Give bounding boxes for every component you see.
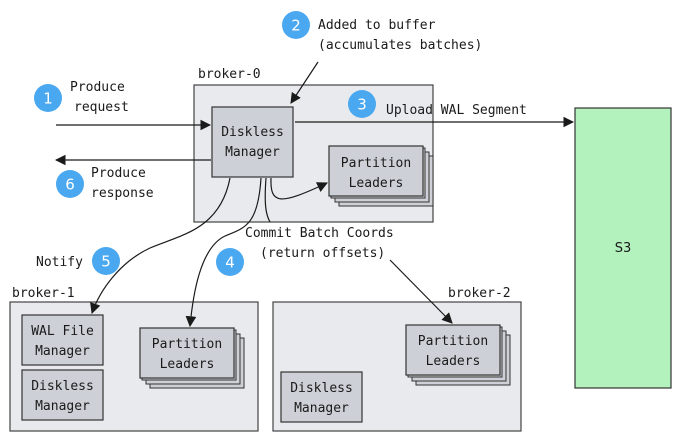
broker-1-label: broker-1 — [12, 286, 75, 301]
step-2-badge — [282, 11, 310, 39]
svg-text:6: 6 — [65, 176, 75, 194]
step-1: 1 Produce request — [34, 80, 129, 115]
buffer-arrow — [290, 61, 319, 104]
svg-text:(return offsets): (return offsets) — [260, 246, 385, 261]
svg-text:WAL File: WAL File — [31, 324, 94, 339]
svg-text:Leaders: Leaders — [349, 176, 404, 191]
b1-partition-leaders[interactable]: Partition Leaders — [139, 327, 245, 389]
svg-text:(accumulates batches): (accumulates batches) — [318, 38, 482, 53]
svg-text:4: 4 — [225, 254, 235, 272]
svg-text:Added to buffer: Added to buffer — [318, 18, 436, 33]
svg-text:5: 5 — [101, 253, 111, 271]
b2-diskless-manager[interactable]: Diskless Manager — [280, 371, 363, 423]
svg-text:Manager: Manager — [294, 401, 349, 416]
b0-leaders-arrow — [270, 177, 328, 200]
step-6-badge — [56, 170, 84, 198]
broker-0-label: broker-0 — [198, 67, 261, 82]
step-6: 6 Produce response — [56, 166, 154, 201]
svg-text:1: 1 — [43, 90, 53, 108]
b1-wal-file-manager[interactable]: WAL File Manager — [21, 314, 104, 366]
b0-partition-leaders[interactable]: Partition Leaders — [328, 145, 434, 207]
step-4-badge — [216, 248, 244, 276]
step-5-badge — [92, 247, 120, 275]
svg-text:Partition: Partition — [152, 337, 222, 352]
broker-2-group: broker-2 Partition Leaders Diskless Mana… — [272, 286, 522, 432]
svg-text:Partition: Partition — [418, 334, 488, 349]
broker-0-group: broker-0 Diskless Manager Partition Lead… — [193, 67, 434, 223]
step-4: 4 Commit Batch Coords (return offsets) — [216, 226, 394, 276]
svg-text:Leaders: Leaders — [160, 357, 215, 372]
svg-text:Manager: Manager — [225, 145, 280, 160]
s3-label: S3 — [615, 241, 632, 256]
svg-text:Produce: Produce — [70, 80, 125, 95]
svg-text:Manager: Manager — [35, 344, 90, 359]
step-3-badge — [348, 90, 376, 118]
svg-text:Upload WAL Segment: Upload WAL Segment — [386, 103, 527, 118]
commit-b2-arrow — [389, 259, 453, 324]
svg-text:Leaders: Leaders — [426, 354, 481, 369]
svg-text:3: 3 — [357, 96, 367, 114]
svg-text:Partition: Partition — [341, 156, 411, 171]
svg-text:request: request — [74, 100, 129, 115]
svg-text:Notify: Notify — [36, 255, 83, 270]
b2-partition-leaders[interactable]: Partition Leaders — [405, 324, 511, 386]
svg-text:Produce: Produce — [91, 166, 146, 181]
svg-text:Diskless: Diskless — [290, 381, 353, 396]
svg-text:Diskless: Diskless — [221, 125, 284, 140]
commit-stem — [264, 177, 271, 223]
broker-1-group: broker-1 WAL File Manager Diskless Manag… — [9, 286, 259, 432]
s3-storage[interactable]: S3 — [574, 107, 672, 389]
svg-text:2: 2 — [291, 17, 301, 35]
b0-diskless-manager[interactable]: Diskless Manager — [211, 106, 294, 178]
svg-text:response: response — [91, 186, 154, 201]
commit-b1-arrow — [185, 177, 262, 328]
svg-text:Diskless: Diskless — [31, 379, 94, 394]
svg-text:Manager: Manager — [35, 399, 90, 414]
step-3: 3 Upload WAL Segment — [348, 90, 527, 118]
step-5: 5 Notify — [36, 247, 120, 275]
b1-diskless-manager[interactable]: Diskless Manager — [21, 369, 104, 421]
svg-text:Commit Batch Coords: Commit Batch Coords — [245, 226, 394, 241]
notify-arrow — [90, 177, 231, 315]
step-2: 2 Added to buffer (accumulates batches) — [282, 11, 482, 53]
connectors — [54, 61, 575, 328]
step-1-badge — [34, 84, 62, 112]
broker-2-label: broker-2 — [448, 286, 511, 301]
